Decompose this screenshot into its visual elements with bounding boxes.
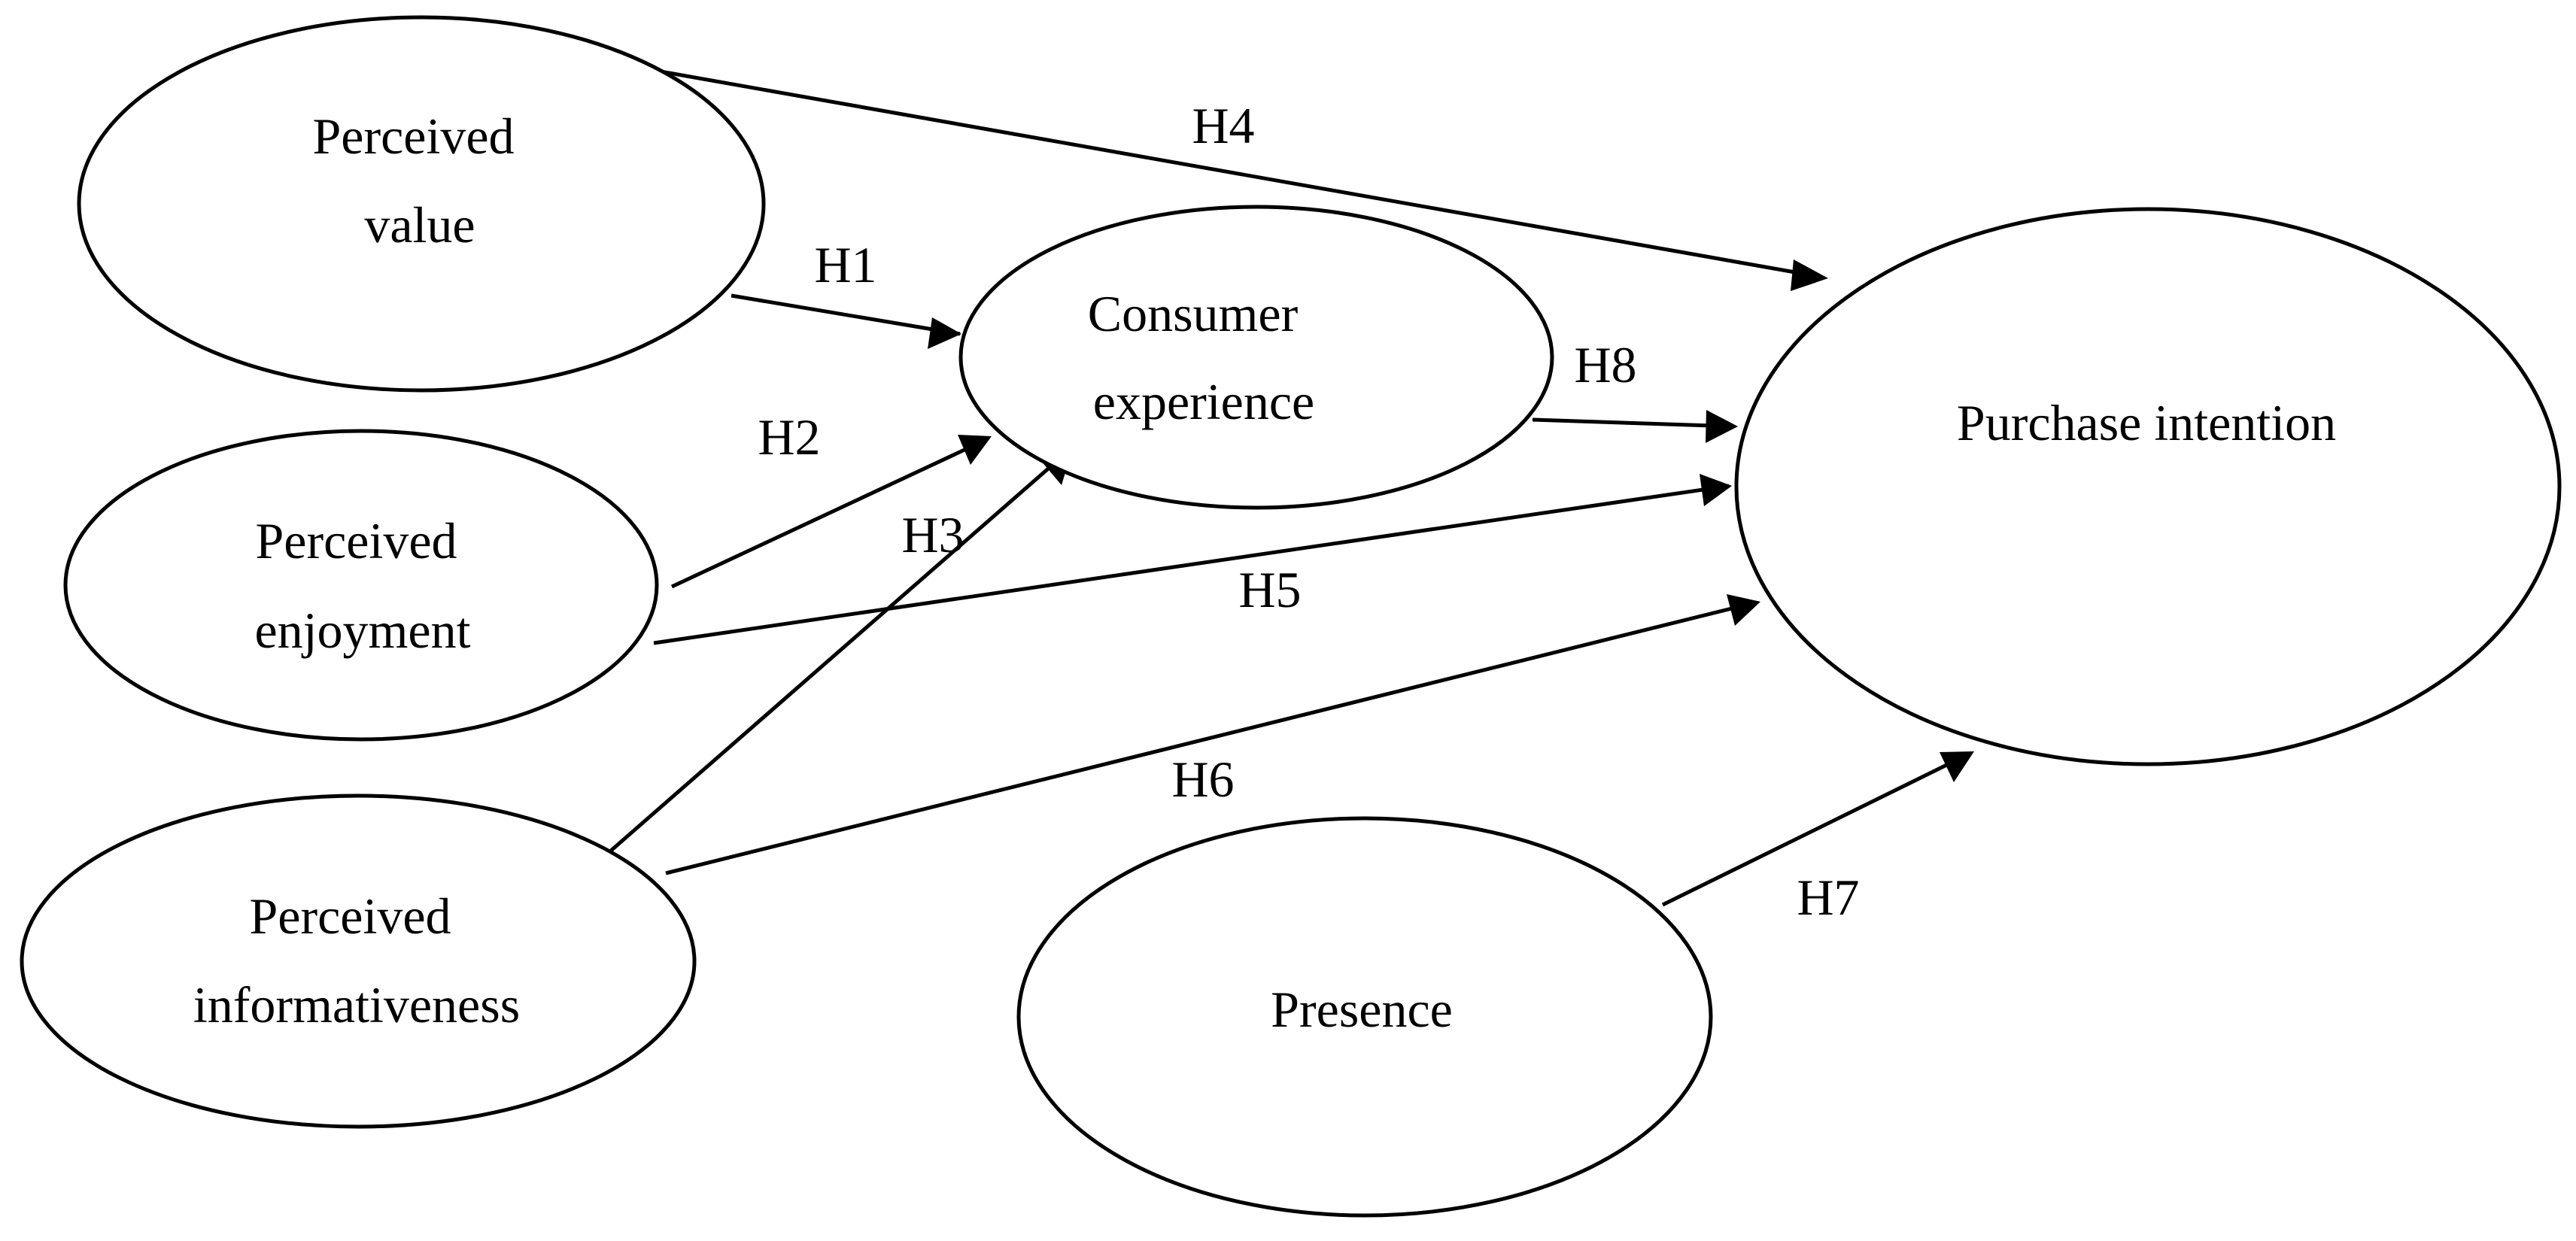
- node-perceived-enjoyment-line-2: enjoyment: [254, 602, 470, 659]
- node-perceived-value-label: Perceived value: [312, 108, 527, 253]
- node-presence-line-1: Presence: [1271, 981, 1453, 1038]
- node-perceived-value-line-2: value: [364, 196, 475, 253]
- node-perceived-informativeness-line-2: informativeness: [193, 976, 520, 1033]
- edge-h7-arrowhead: [1940, 751, 1974, 782]
- edge-h6-arrow: [665, 600, 1757, 875]
- edge-h5-label: H5: [1238, 561, 1301, 618]
- node-consumer-experience-label: Consumer experience: [1088, 285, 1315, 430]
- edge-h4-arrowhead: [1791, 259, 1828, 291]
- edge-h5-arrowhead: [1700, 474, 1732, 506]
- node-perceived-enjoyment-ellipse: [63, 429, 659, 742]
- node-consumer-experience-ellipse: [958, 205, 1554, 510]
- edge-h4-arrow: [660, 69, 1821, 279]
- edge-h2-label: H2: [758, 408, 820, 466]
- edge-h8-label: H8: [1574, 336, 1636, 393]
- node-perceived-value: Perceived value: [77, 15, 766, 393]
- edge-h7-label: H7: [1797, 869, 1859, 926]
- node-perceived-informativeness-label: Perceived informativeness: [193, 888, 520, 1033]
- node-perceived-enjoyment-line-1: Perceived: [255, 512, 457, 569]
- edge-h8-arrowhead: [1706, 410, 1738, 443]
- node-perceived-value-line-1: Perceived: [312, 108, 514, 165]
- edge-h2-arrowhead: [958, 435, 992, 465]
- edge-h6-arrowhead: [1727, 594, 1760, 626]
- node-purchase-intention-line-1: Purchase intention: [1957, 394, 2336, 451]
- node-perceived-enjoyment: Perceived enjoyment: [63, 429, 659, 742]
- edge-h1-label: H1: [814, 236, 876, 293]
- edge-h1-arrowhead: [928, 317, 961, 349]
- node-consumer-experience: Consumer experience: [958, 205, 1554, 510]
- node-consumer-experience-line-2: experience: [1093, 373, 1314, 430]
- edge-h7-arrow: [1661, 751, 1971, 907]
- edge-h6-label: H6: [1171, 751, 1234, 808]
- node-presence: Presence: [1016, 816, 1713, 1218]
- edge-h3-arrow: [609, 448, 1071, 852]
- node-consumer-experience-line-1: Consumer: [1088, 285, 1299, 342]
- node-purchase-intention-ellipse: [1734, 207, 2562, 766]
- edge-h3-label: H3: [901, 506, 964, 563]
- edge-h4-label: H4: [1192, 97, 1254, 154]
- node-perceived-enjoyment-label: Perceived enjoyment: [254, 512, 470, 659]
- node-presence-label: Presence: [1271, 981, 1453, 1038]
- edge-h2-arrow: [670, 437, 989, 589]
- node-presence-ellipse: [1016, 816, 1713, 1218]
- node-perceived-value-ellipse: [77, 15, 766, 393]
- edge-h5-arrow: [653, 484, 1730, 645]
- node-perceived-informativeness-ellipse: [20, 793, 697, 1129]
- node-purchase-intention: Purchase intention: [1734, 207, 2562, 766]
- edge-h8-arrow: [1532, 417, 1734, 429]
- edge-labels: H4 H1 H8 H2 H3 H5 H6 H7: [758, 97, 1859, 926]
- edge-h1-arrow: [731, 293, 961, 336]
- node-purchase-intention-label: Purchase intention: [1957, 394, 2336, 451]
- node-perceived-informativeness: Perceived informativeness: [20, 793, 697, 1129]
- node-perceived-informativeness-line-1: Perceived: [249, 888, 451, 945]
